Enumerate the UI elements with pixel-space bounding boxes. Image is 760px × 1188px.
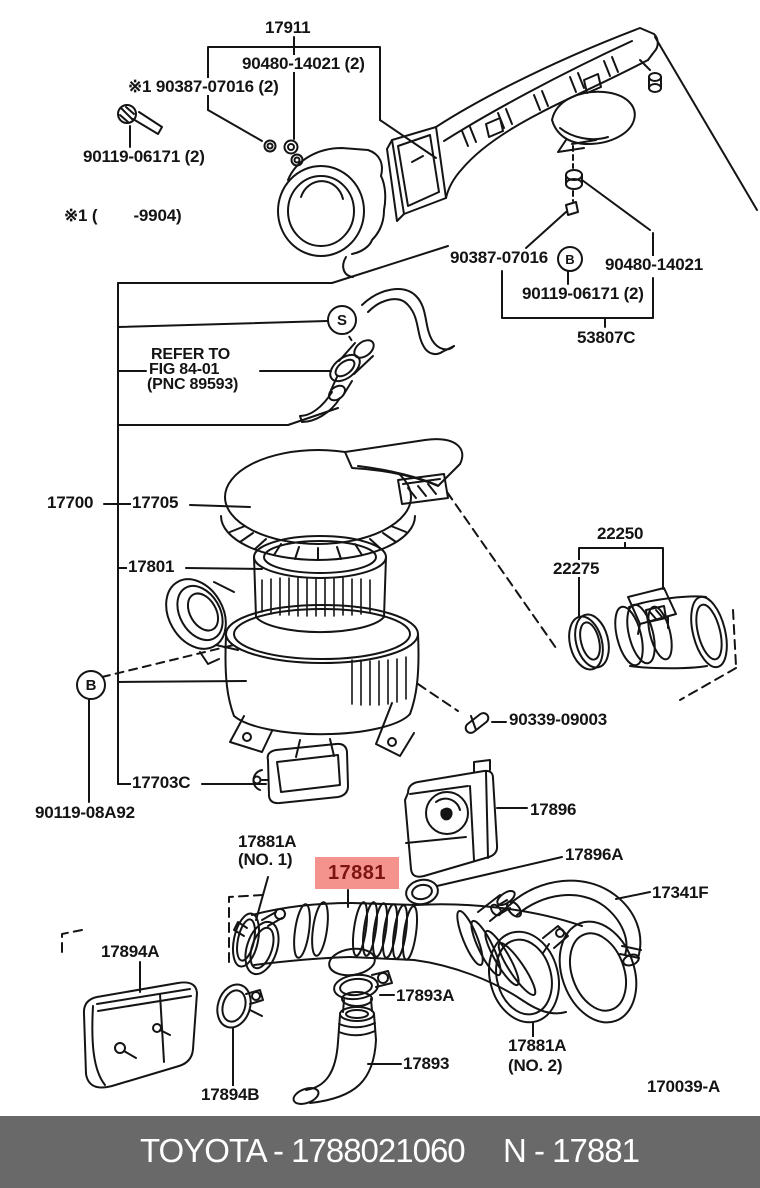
part-label-17700: 17700	[46, 493, 95, 512]
footer-bar: TOYOTA - 1788021060 N - 17881	[0, 1116, 760, 1188]
figure-code-170039a: 170039-A	[646, 1077, 722, 1096]
part-label-22250: 22250	[596, 524, 645, 543]
clamp-17894b-drawing	[216, 983, 264, 1087]
assembly-dashed-lines	[61, 491, 737, 963]
part-label-90119-08a92: 90119-08A92	[34, 803, 136, 822]
part-label-90480-top: 90480-14021 (2)	[241, 54, 366, 73]
left-bracket-lines	[88, 503, 267, 803]
diagram-line-art	[61, 27, 758, 1105]
part-label-17896: 17896	[529, 800, 578, 819]
part-label-17881a-no2-line1: 17881A	[507, 1036, 568, 1055]
part-label-17894b: 17894B	[200, 1085, 261, 1104]
part-label-90119-right: 90119-06171 (2)	[521, 284, 645, 303]
part-label-90119-top: 90119-06171 (2)	[82, 147, 206, 166]
part-label-17881a-no2-line2: (NO. 2)	[507, 1056, 564, 1075]
part-label-90387-top: ※1 90387-07016 (2)	[127, 77, 280, 96]
refer-bracket-lines	[117, 245, 449, 785]
grommet-53807c-group	[525, 145, 651, 249]
part-label-17705: 17705	[131, 493, 180, 512]
clamp-17881a-no1-drawing	[233, 908, 286, 976]
footer-part-code: N - 17881	[503, 1132, 640, 1170]
elbow-17893-drawing	[292, 1006, 402, 1105]
box-17894a-drawing	[82, 961, 198, 1089]
callout-b-left-icon: B	[76, 670, 106, 700]
part-label-17911: 17911	[264, 18, 312, 37]
part-label-17893a: 17893A	[395, 986, 456, 1005]
refer-note-line1: REFER TO	[150, 346, 232, 363]
filter-17801-drawing	[253, 535, 387, 634]
clamp-17893a-drawing	[333, 970, 395, 1001]
hose-17881-drawing	[231, 876, 638, 1024]
refer-note-line2: FIG 84-01	[148, 361, 221, 378]
leader-lines-17911-group	[207, 36, 437, 167]
part-label-17896a: 17896A	[564, 845, 625, 864]
bvsv-valve-drawing	[299, 288, 455, 423]
resonator-17896-drawing	[404, 759, 528, 878]
part-label-17703c: 17703C	[131, 773, 192, 792]
part-label-53807c: 53807C	[576, 328, 637, 347]
tray-17703c-drawing	[252, 742, 349, 805]
maf-22250-drawing	[614, 587, 728, 670]
part-label-17893: 17893	[402, 1054, 451, 1073]
part-53807c-duct-drawing	[386, 27, 758, 222]
case-17700-drawing	[165, 578, 420, 758]
callout-b-right-icon: B	[557, 246, 583, 272]
part-label-17801: 17801	[127, 557, 176, 576]
pin-90339-drawing	[464, 712, 507, 734]
bolt-90119-06171-icon	[117, 104, 163, 148]
footer-vendor-part-number: TOYOTA - 1788021060	[140, 1132, 466, 1170]
callout-s-icon: S	[327, 305, 357, 335]
gasket-22275-drawing	[568, 613, 610, 671]
ring-17896a-drawing	[405, 856, 563, 906]
part-label-90387-right: 90387-07016	[449, 248, 550, 267]
part-17911-drawing	[277, 147, 387, 278]
part-label-17881a-no1-line1: 17881A	[237, 832, 298, 851]
air-cleaner-cap-17705-drawing	[220, 438, 464, 561]
clamp-17881a-no2-drawing	[488, 925, 569, 1038]
maf-label-bracket	[578, 539, 664, 617]
part-label-17894a: 17894A	[100, 942, 161, 961]
part-label-17341f: 17341F	[651, 883, 710, 902]
part-label-90339: 90339-09003	[508, 710, 609, 729]
model-range-note: ※1 ( -9904)	[63, 206, 183, 225]
part-label-90480-right: 90480-14021	[604, 255, 705, 274]
part-label-17881a-no1-line2: (NO. 1)	[237, 850, 294, 869]
part-17881-highlight[interactable]: 17881	[315, 857, 399, 889]
refer-note-line3: (PNC 89593)	[146, 376, 240, 393]
part-label-22275: 22275	[552, 559, 601, 578]
